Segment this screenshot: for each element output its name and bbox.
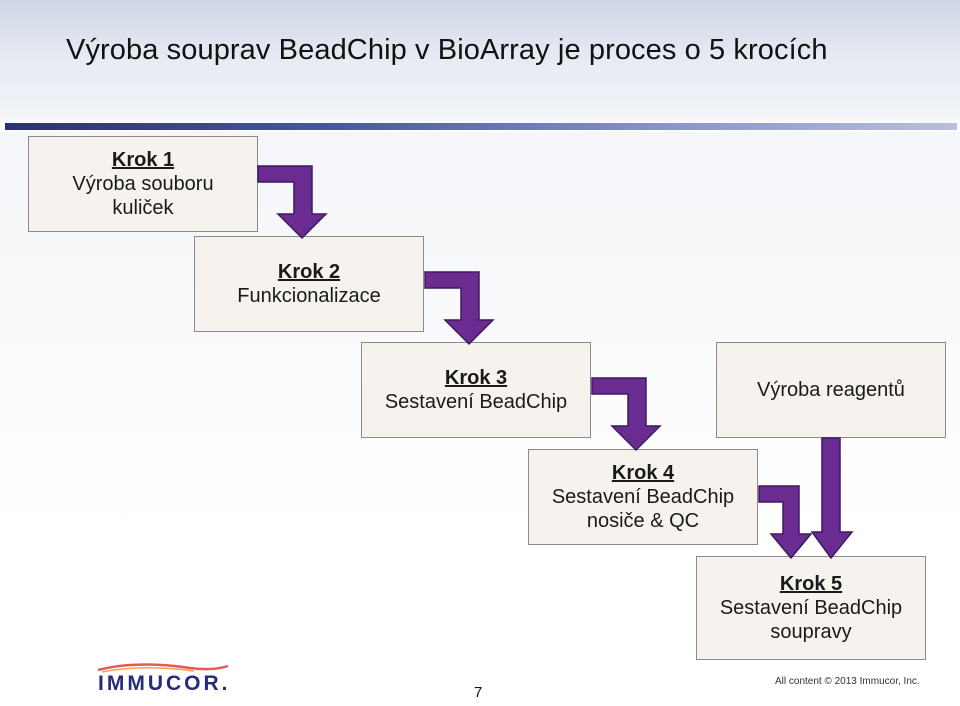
- step-1-line-2: kuliček: [112, 196, 173, 220]
- reagents-box: Výroba reagentů: [716, 342, 946, 438]
- step-5-line-2: soupravy: [770, 620, 851, 644]
- immucor-logo: IMMUCOR.: [98, 672, 231, 696]
- step-4-box: Krok 4 Sestavení BeadChip nosiče & QC: [528, 449, 758, 545]
- step-1-title: Krok 1: [112, 148, 174, 172]
- step-4-title: Krok 4: [612, 461, 674, 485]
- title-rule: [5, 123, 957, 130]
- arrow-reagents-to-step5-icon: [810, 436, 854, 560]
- arrow-step4-to-step5-icon: [757, 484, 817, 560]
- step-5-box: Krok 5 Sestavení BeadChip soupravy: [696, 556, 926, 660]
- copyright-text: All content © 2013 Immucor, Inc.: [775, 676, 920, 687]
- step-2-box: Krok 2 Funkcionalizace: [194, 236, 424, 332]
- step-3-box: Krok 3 Sestavení BeadChip: [361, 342, 591, 438]
- step-2-title: Krok 2: [278, 260, 340, 284]
- page-number: 7: [474, 684, 482, 701]
- step-5-title: Krok 5: [780, 572, 842, 596]
- reagents-label: Výroba reagentů: [757, 378, 905, 402]
- step-3-title: Krok 3: [445, 366, 507, 390]
- slide-title: Výroba souprav BeadChip v BioArray je pr…: [66, 34, 828, 67]
- step-4-line-1: Sestavení BeadChip: [552, 485, 734, 509]
- step-2-line-1: Funkcionalizace: [237, 284, 380, 308]
- arrow-step2-to-step3-icon: [423, 270, 503, 346]
- step-3-line-1: Sestavení BeadChip: [385, 390, 567, 414]
- step-1-box: Krok 1 Výroba souboru kuliček: [28, 136, 258, 232]
- step-1-line-1: Výroba souboru: [72, 172, 213, 196]
- step-5-line-1: Sestavení BeadChip: [720, 596, 902, 620]
- step-4-line-2: nosiče & QC: [587, 509, 699, 533]
- arrow-step3-to-step4-icon: [590, 376, 670, 452]
- arrow-step1-to-step2-icon: [256, 164, 336, 240]
